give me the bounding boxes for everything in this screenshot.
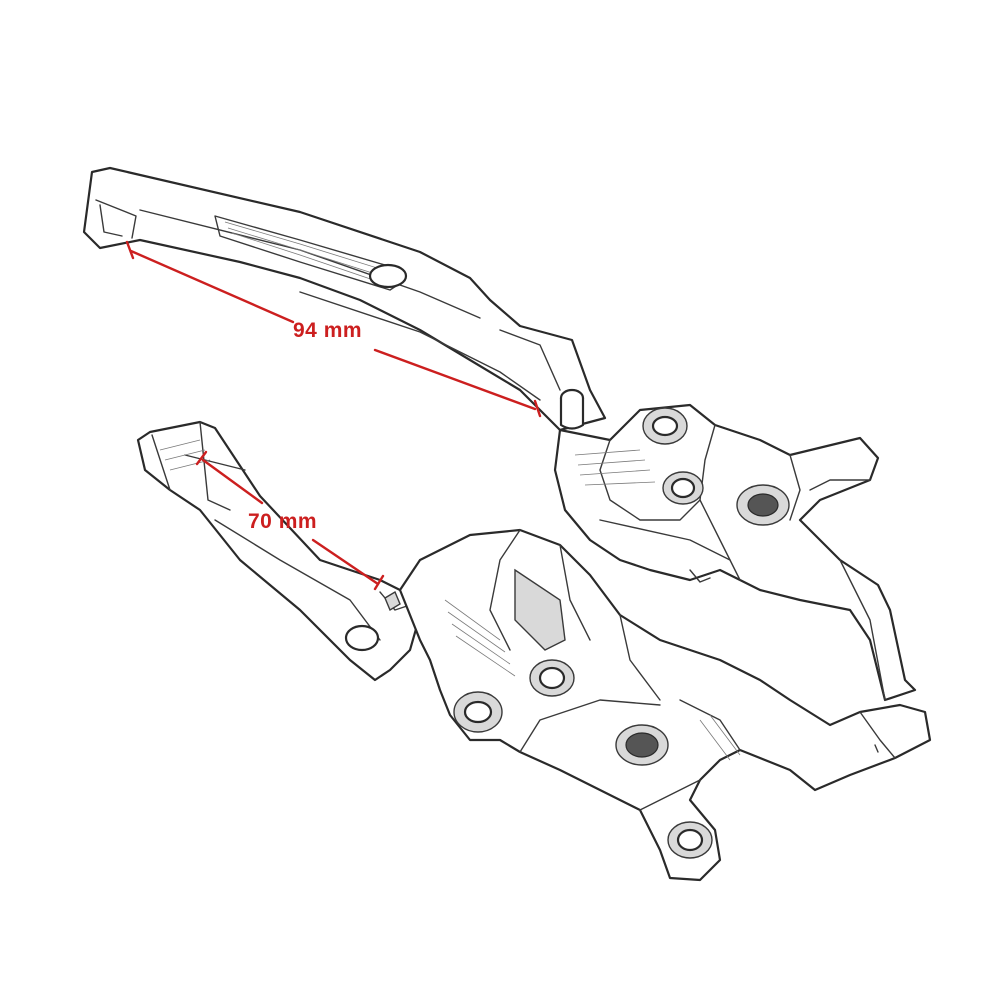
upper-brake-lever bbox=[82, 166, 917, 702]
dimension-label-70mm: 70 mm bbox=[248, 510, 318, 533]
dimension-70mm bbox=[195, 450, 385, 591]
dimension-94mm bbox=[125, 240, 542, 418]
lower-clutch-lever bbox=[136, 420, 932, 882]
dimension-label-94mm: 94 mm bbox=[293, 319, 363, 342]
